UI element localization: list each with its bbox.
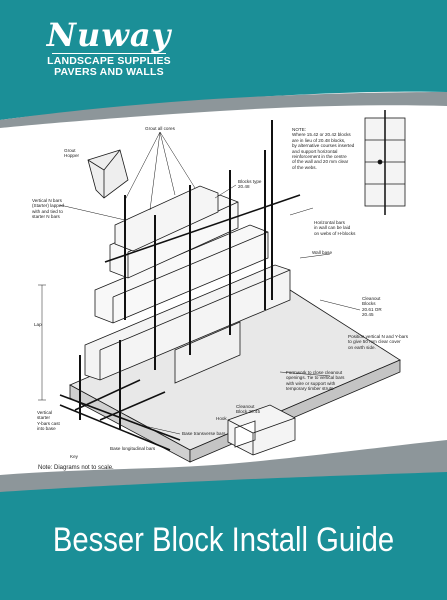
label-line: 20.48 [238, 184, 250, 190]
block-course-1 [94, 224, 269, 324]
label-line: reinforcement in the centre [292, 154, 347, 160]
label-line: of the wall and 20 mm clear [292, 159, 349, 165]
label-line: in wall can be laid [314, 225, 351, 231]
label-line: into base [37, 426, 56, 432]
label-line: Formwork to close cleanout [286, 370, 343, 375]
label-line: Grout [64, 148, 76, 153]
label-line: Vertical N bars [32, 198, 62, 203]
label-line: are in lieu of 20.48 blocks, [292, 137, 346, 143]
brand-wordmark: Nuway [46, 16, 172, 54]
label-formwork: Formwork to close cleanout openings. Tie… [286, 370, 344, 392]
label-line: Blocks type [238, 179, 262, 184]
label-line: of the webs. [292, 164, 317, 170]
label-line: Block 20.45 [236, 409, 261, 415]
label-line: (Starter) lapped [32, 203, 64, 209]
label-grout-cores: Grout all cores [145, 126, 175, 131]
label-line: and support horizontal [292, 148, 338, 154]
top-grey-swoosh [0, 92, 447, 128]
brand-tagline-2: PAVERS AND WALLS [54, 66, 164, 79]
label-line: Where 15.42 or 20.42 blocks [292, 132, 351, 138]
label-line: 20.45 [362, 312, 374, 318]
vertical-reinforcement-bars [79, 120, 273, 430]
logo-divider [52, 53, 166, 55]
label-line: 20.61 OR [362, 306, 382, 312]
label-line: Cleanout [362, 296, 381, 301]
leader-lines [59, 131, 361, 435]
label-horizontal-bars: Horizontal bars in wall can be laid on w… [314, 220, 355, 236]
label-position-bars: Position vertical N and Y-bars to give 5… [348, 334, 408, 350]
label-vertical-bars: Vertical N bars (Starter) lapped with an… [32, 198, 64, 220]
label-block-type: Blocks type 20.48 [238, 179, 262, 190]
page-title: Besser Block Install Guide [52, 521, 395, 559]
bottom-teal-band [0, 472, 447, 600]
label-note: NOTE: Where 15.42 or 20.42 blocks are in… [292, 127, 354, 170]
label-line: temporary timber struts. [286, 386, 335, 392]
label-line: Horizontal bars [314, 220, 345, 225]
label-cleanout-blocks: Cleanout Blocks 20.61 OR 20.45 [362, 296, 382, 318]
label-base-transverse: Base transverse bars [182, 431, 226, 436]
wall-base-blocks [84, 264, 291, 381]
label-line: with and tied to [32, 208, 63, 214]
label-line: starter N bars [32, 214, 60, 220]
label-wall-base: Wall base [312, 250, 332, 255]
label-hook: Hook [216, 416, 227, 421]
top-teal-band [0, 0, 447, 120]
label-line: by alternative courses inserted [292, 143, 355, 149]
label-lap: Lap [34, 322, 42, 327]
label-line: openings. Tie to vertical bars [286, 375, 345, 381]
cleanout-blocks [174, 321, 241, 384]
horizontal-reinforcement-bars [59, 194, 301, 451]
label-line: Hopper [64, 153, 80, 159]
label-line: NOTE: [292, 127, 307, 132]
label-vertical-starter: Vertical starter Y-bars cast into base [37, 410, 60, 432]
label-key: Key [70, 454, 78, 459]
label-line: to give 50 mm clear cover [348, 339, 401, 345]
label-line: Cleanout [236, 404, 255, 409]
section-detail [364, 110, 406, 215]
brand-tagline-1: LANDSCAPE SUPPLIES [47, 55, 171, 68]
label-line: Y-bars cast [37, 420, 60, 426]
label-line: on webs of H-blocks [314, 230, 356, 236]
cleanout-block-detail [227, 404, 296, 456]
label-line: on earth side. [348, 344, 376, 350]
label-line: with wire or support with [286, 380, 336, 386]
label-line: Blocks [362, 301, 376, 307]
label-base-longitudinal: Base longitudinal bars [110, 446, 156, 451]
brand-logo: Nuway LANDSCAPE SUPPLIES PAVERS AND WALL… [44, 18, 174, 78]
diagram-scale-note: Note: Diagrams not to scale. [38, 465, 114, 471]
grout-hopper [87, 149, 129, 199]
label-line: Position vertical N and Y-bars [348, 334, 409, 339]
label-line: starter [37, 415, 51, 421]
block-course-3 [114, 185, 219, 252]
label-line: Vertical [37, 410, 53, 415]
label-cleanout-block: Cleanout Block 20.45 [236, 404, 260, 415]
